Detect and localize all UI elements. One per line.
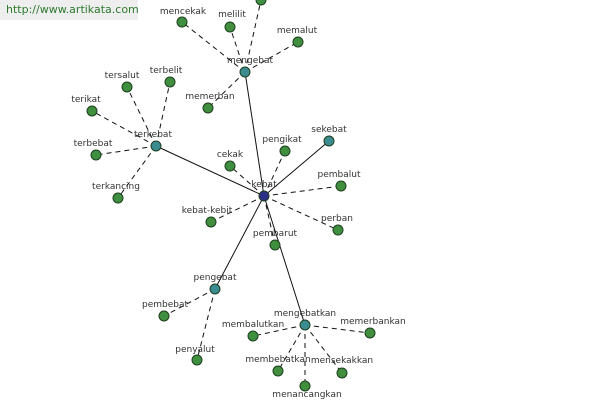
node-terkebat[interactable] bbox=[150, 140, 162, 152]
label-memalut[interactable]: memalut bbox=[277, 26, 318, 36]
edge-kebat-kebat-kebit bbox=[210, 195, 265, 223]
edge-kebat-perban bbox=[263, 195, 339, 231]
label-cekak[interactable]: cekak bbox=[217, 150, 244, 160]
edge-terkebat-tersalut bbox=[126, 86, 157, 147]
node-membalutkan[interactable] bbox=[247, 330, 259, 342]
node-pembalut[interactable] bbox=[335, 180, 347, 192]
label-pembarut[interactable]: pembarut bbox=[253, 229, 298, 239]
label-penyalut[interactable]: penyalut bbox=[175, 345, 215, 355]
node-terikat[interactable] bbox=[86, 105, 98, 117]
edge-mengebat-mencekak bbox=[181, 21, 246, 73]
edge-kebat-pengebat bbox=[214, 195, 265, 290]
node-kebat[interactable] bbox=[258, 190, 270, 202]
edge-kebat-terkebat bbox=[155, 145, 265, 197]
label-pembalut[interactable]: pembalut bbox=[318, 170, 361, 180]
label-mengebat[interactable]: mengebat bbox=[227, 56, 273, 66]
node-mengebat-top[interactable] bbox=[255, 0, 267, 6]
edges-layer bbox=[91, 0, 371, 386]
watermark-url[interactable]: http://www.artikata.com bbox=[0, 0, 139, 20]
edge-terkebat-terbebat bbox=[95, 145, 157, 156]
edge-kebat-pembalut bbox=[263, 185, 342, 197]
edge-kebat-mengebatkan bbox=[263, 195, 306, 326]
node-memerbankan[interactable] bbox=[364, 327, 376, 339]
label-pengebat[interactable]: pengebat bbox=[194, 273, 237, 283]
edge-kebat-sekebat bbox=[263, 140, 330, 197]
nodes-layer bbox=[86, 0, 376, 392]
label-sekebat[interactable]: sekebat bbox=[311, 125, 347, 135]
labels-layer: kebat mengebat terkebat sekebat pengebat meng… bbox=[71, 7, 405, 400]
label-pengikat[interactable]: pengikat bbox=[262, 135, 302, 145]
edge-pengebat-penyalut bbox=[196, 288, 216, 361]
label-memerbankan[interactable]: memerbankan bbox=[340, 317, 406, 327]
node-pembarut[interactable] bbox=[269, 239, 281, 251]
label-pembebat[interactable]: pembebat bbox=[142, 300, 188, 310]
node-memalut[interactable] bbox=[292, 36, 304, 48]
label-terkancing[interactable]: terkancing bbox=[92, 182, 140, 192]
edge-mengebat-memalut bbox=[244, 41, 299, 73]
edge-mengebatkan-memerbankan bbox=[304, 324, 371, 334]
label-membebatkan[interactable]: membebatkan bbox=[245, 355, 310, 365]
label-mengsekakkan[interactable]: mensekakkan bbox=[311, 356, 373, 366]
edge-terkebat-terkancing bbox=[117, 145, 157, 199]
node-sekebat[interactable] bbox=[323, 135, 335, 147]
edge-mengebat-mengebat-top bbox=[244, 0, 262, 73]
label-tersalut[interactable]: tersalut bbox=[105, 71, 140, 81]
node-kebat-kebit[interactable] bbox=[205, 216, 217, 228]
label-kebat-kebit[interactable]: kebat-kebit bbox=[182, 206, 233, 216]
node-pengebat[interactable] bbox=[209, 283, 221, 295]
node-penyalut[interactable] bbox=[191, 354, 203, 366]
node-terkancing[interactable] bbox=[112, 192, 124, 204]
node-mencekak[interactable] bbox=[176, 16, 188, 28]
node-mengebatkan[interactable] bbox=[299, 319, 311, 331]
label-membalutkan[interactable]: membalutkan bbox=[222, 320, 284, 330]
edge-pengebat-pembebat bbox=[163, 288, 216, 317]
node-perban[interactable] bbox=[332, 224, 344, 236]
edge-terkebat-terbelit bbox=[155, 81, 171, 147]
node-membebatkan[interactable] bbox=[272, 365, 284, 377]
edge-mengebat-melilit bbox=[229, 26, 246, 73]
node-melilit[interactable] bbox=[224, 21, 236, 33]
label-terkebat[interactable]: terkebat bbox=[134, 130, 172, 140]
node-tersalut[interactable] bbox=[121, 81, 133, 93]
edge-mengebat-memerban bbox=[207, 71, 246, 109]
node-terbelit[interactable] bbox=[164, 76, 176, 88]
edge-kebat-cekak bbox=[229, 165, 265, 197]
label-memerban[interactable]: memerban bbox=[185, 92, 234, 102]
label-mencekak[interactable]: mencekak bbox=[160, 7, 207, 17]
node-mengsekakkan[interactable] bbox=[336, 367, 348, 379]
label-terikat[interactable]: terikat bbox=[71, 95, 101, 105]
edge-kebat-mengebat bbox=[244, 71, 265, 197]
node-pembebat[interactable] bbox=[158, 310, 170, 322]
label-melilit[interactable]: melilit bbox=[218, 10, 246, 20]
node-mengebat[interactable] bbox=[239, 66, 251, 78]
node-pengikat[interactable] bbox=[279, 145, 291, 157]
label-terbebat[interactable]: terbebat bbox=[74, 139, 113, 149]
label-mengebatkan[interactable]: mengebatkan bbox=[274, 309, 336, 319]
node-terbebat[interactable] bbox=[90, 149, 102, 161]
node-memerban[interactable] bbox=[202, 102, 214, 114]
label-menancangkan[interactable]: menancangkan bbox=[272, 390, 341, 400]
label-terbelit[interactable]: terbelit bbox=[150, 66, 183, 76]
node-cekak[interactable] bbox=[224, 160, 236, 172]
label-kebat[interactable]: kebat bbox=[251, 180, 277, 190]
label-perban[interactable]: perban bbox=[321, 214, 353, 224]
edge-mengebatkan-mengsekakkan bbox=[304, 324, 343, 374]
edge-terkebat-terikat bbox=[91, 110, 157, 147]
node-menancangkan[interactable] bbox=[299, 380, 311, 392]
